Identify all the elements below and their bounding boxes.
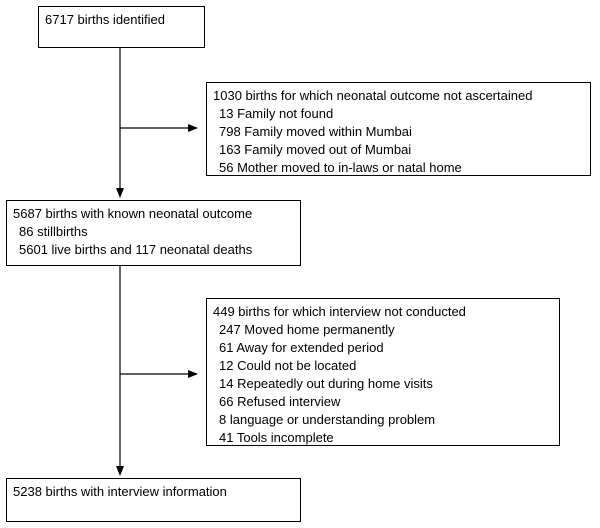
box-interview-not-conducted: 449 births for which interview not condu… [206,298,560,446]
known-outcome-title: 5687 births with known neonatal outcome [13,206,253,221]
excl2-item: 66 Refused interview [219,394,341,409]
excl2-item: 247 Moved home permanently [219,322,395,337]
excl2-item: 61 Away for extended period [219,340,384,355]
excl2-item: 8 language or understanding problem [219,412,436,427]
excl1-item: 56 Mother moved to in-laws or natal home [219,160,462,175]
excl1-item: 798 Family moved within Mumbai [219,124,412,139]
excl2-item: 41 Tools incomplete [219,430,334,445]
interview-information-text: 5238 births with interview information [13,484,227,499]
excl2-title: 449 births for which interview not condu… [213,304,466,319]
excl1-item: 13 Family not found [219,106,334,121]
excl2-item: 14 Repeatedly out during home visits [219,376,433,391]
excl1-title: 1030 births for which neonatal outcome n… [213,88,533,103]
box-births-identified: 6717 births identified [38,6,205,48]
box-outcome-not-ascertained: 1030 births for which neonatal outcome n… [206,82,591,176]
births-identified-text: 6717 births identified [45,12,165,27]
known-outcome-item: 86 stillbirths [19,224,88,239]
box-interview-information: 5238 births with interview information [6,478,301,522]
box-known-outcome: 5687 births with known neonatal outcome … [6,200,301,266]
excl2-item: 12 Could not be located [219,358,357,373]
excl1-item: 163 Family moved out of Mumbai [219,142,412,157]
known-outcome-item: 5601 live births and 117 neonatal deaths [19,242,253,257]
